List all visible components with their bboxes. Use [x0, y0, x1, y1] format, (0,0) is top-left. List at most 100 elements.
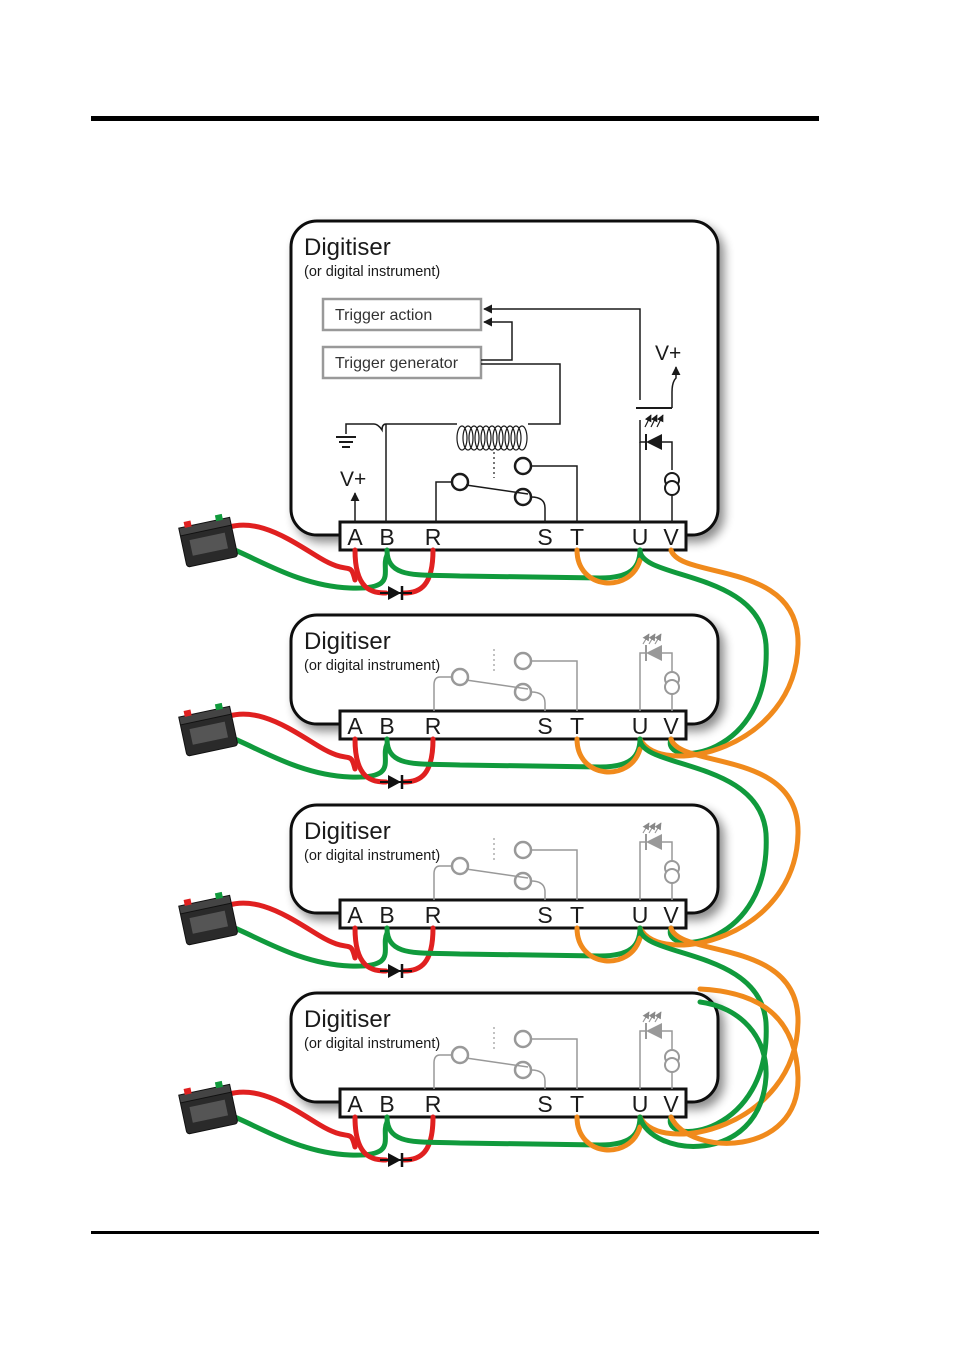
battery-positive-wire: [211, 522, 358, 583]
terminal-label-u: U: [632, 1091, 649, 1117]
digitiser-title: Digitiser: [304, 628, 391, 655]
t-to-u-loop-wire: [574, 736, 643, 775]
terminal-label-v: V: [663, 524, 679, 550]
terminal-label-a: A: [347, 524, 363, 550]
t-to-u-loop-wire: [574, 547, 643, 586]
digitiser-title: Digitiser: [304, 1006, 391, 1033]
digitiser-subtitle: (or digital instrument): [304, 658, 440, 674]
battery-icon: [178, 1080, 238, 1135]
battery-negative-wire: [227, 923, 390, 969]
terminal-strip: [338, 709, 688, 741]
t-terminal-line: [531, 1038, 578, 1089]
terminal-label-s: S: [537, 713, 552, 739]
diode-icon: [380, 964, 412, 978]
terminal-strip: [338, 1087, 688, 1119]
terminal-label-u: U: [632, 902, 649, 928]
tail-orange-wire: [668, 986, 801, 1146]
footer-rule: [91, 1231, 819, 1234]
terminal-label-s: S: [537, 902, 552, 928]
terminal-label-u: U: [632, 524, 649, 550]
led-icon: [646, 434, 662, 450]
opto-to-action-line: [483, 304, 641, 400]
coil-to-ground-line: [345, 423, 457, 434]
digitiser-subtitle: (or digital instrument): [304, 848, 440, 864]
battery-icon: [178, 513, 238, 568]
relay-coil-icon: [456, 425, 528, 451]
terminal-label-b: B: [379, 902, 394, 928]
terminal-label-t: T: [570, 902, 584, 928]
s-terminal-line: [530, 1069, 546, 1089]
ground-icon: [336, 436, 356, 448]
terminal-label-v: V: [663, 1091, 679, 1117]
terminal-label-b: B: [379, 713, 394, 739]
battery-positive-wire: [211, 1089, 358, 1150]
diode-icon: [380, 775, 412, 789]
tail-green-wire: [637, 999, 769, 1149]
digitiser-title: Digitiser: [304, 234, 391, 261]
v-to-next-u-wire: [637, 736, 801, 948]
relay-switch-icon: [450, 1027, 533, 1080]
optocoupler-icon: [639, 633, 673, 711]
battery-positive-wire: [211, 900, 358, 961]
vplus-label-right: V+: [655, 342, 681, 365]
optocoupler-icon: [639, 822, 673, 900]
t-terminal-line: [531, 849, 578, 900]
t-terminal-line: [531, 465, 578, 522]
vplus-label-left: V+: [340, 468, 366, 491]
led-icon: [646, 645, 662, 661]
s-terminal-line: [530, 691, 546, 711]
terminal-strip: [338, 898, 688, 930]
terminal-label-t: T: [570, 524, 584, 550]
r-terminal-line: [433, 865, 452, 900]
battery-positive-wire: [211, 711, 358, 772]
optocoupler-icon: [636, 366, 681, 470]
diode-icon: [380, 1153, 412, 1167]
s-terminal-line: [530, 496, 546, 522]
terminal-label-b: B: [379, 524, 394, 550]
b-to-u-wire: [384, 1114, 643, 1148]
terminal-label-a: A: [347, 713, 363, 739]
t-to-u-loop-wire: [574, 925, 643, 964]
generator-to-coil-line: [481, 363, 561, 425]
terminal-label-v: V: [663, 713, 679, 739]
terminal-label-t: T: [570, 1091, 584, 1117]
battery-icon: [178, 891, 238, 946]
s-terminal-line: [530, 880, 546, 900]
trigger-action-label: Trigger action: [335, 307, 432, 324]
terminal-strip: [338, 520, 688, 552]
terminal-label-u: U: [632, 713, 649, 739]
r-terminal-line: [433, 1054, 452, 1089]
battery-negative-wire: [227, 734, 390, 780]
relay-switch-icon: [450, 452, 533, 507]
trigger-generator-box: [321, 345, 483, 380]
t-terminal-line: [531, 660, 578, 711]
b-to-u-wire: [384, 547, 643, 581]
trigger-link-line: [481, 317, 513, 361]
battery-negative-wire: [227, 1112, 390, 1158]
digitiser-subtitle: (or digital instrument): [304, 264, 440, 280]
terminal-label-s: S: [537, 1091, 552, 1117]
current-source-icon: [664, 472, 680, 496]
trigger-action-box: [321, 297, 483, 332]
led-icon: [646, 834, 662, 850]
terminal-label-r: R: [425, 713, 442, 739]
battery-negative-wire: [227, 545, 390, 591]
header-rule: [91, 116, 819, 121]
terminal-label-b: B: [379, 1091, 394, 1117]
trigger-generator-label: Trigger generator: [335, 355, 459, 372]
terminal-label-a: A: [347, 902, 363, 928]
r-terminal-line: [435, 481, 452, 522]
current-source-icon: [664, 860, 680, 884]
terminal-label-t: T: [570, 713, 584, 739]
terminal-label-r: R: [425, 1091, 442, 1117]
digitiser-title: Digitiser: [304, 818, 391, 845]
current-source-icon: [664, 1049, 680, 1073]
v-to-next-u-wire: [637, 547, 801, 759]
b-to-u-wire: [384, 925, 643, 959]
battery-icon: [178, 702, 238, 757]
terminal-label-r: R: [425, 902, 442, 928]
terminal-label-v: V: [663, 902, 679, 928]
